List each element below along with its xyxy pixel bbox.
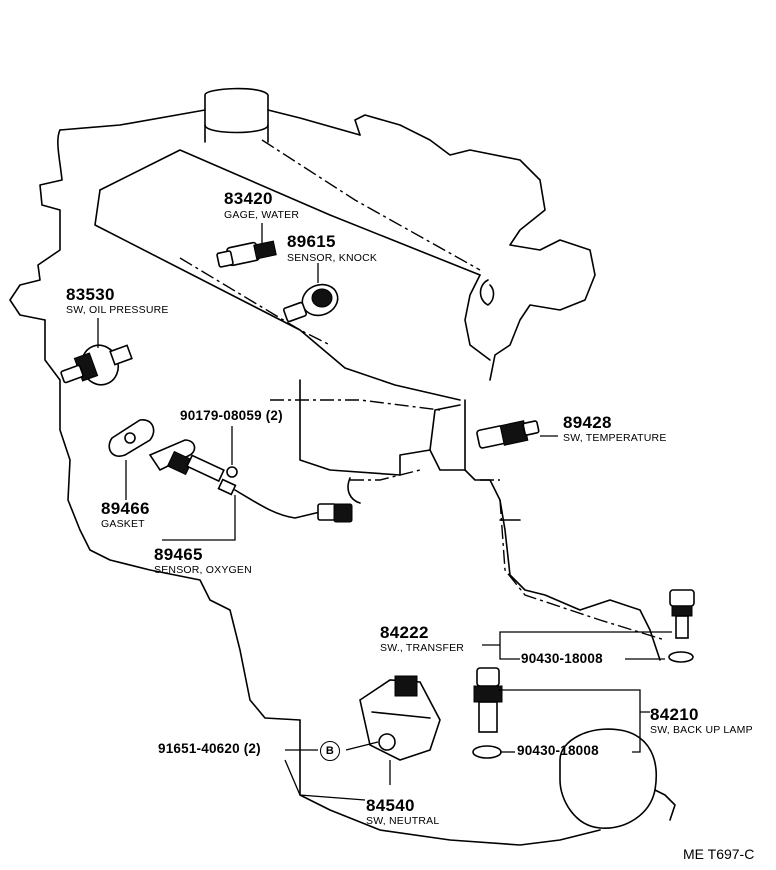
leader-lines [97, 223, 672, 801]
part-84540-desc: SW, NEUTRAL [366, 815, 440, 827]
part-84540-number: 84540 [366, 796, 415, 815]
part-89428-number: 89428 [563, 413, 612, 432]
back-up-lamp-switch-part [472, 667, 503, 759]
part-84222-desc: SW., TRANSFER [380, 642, 465, 654]
part-89465-desc: SENSOR, OXYGEN [154, 564, 252, 576]
part-83420-desc: GAGE, WATER [224, 209, 300, 221]
engine-outline [9, 87, 676, 846]
part-83420-number: 83420 [224, 189, 273, 208]
temperature-switch-part [476, 420, 540, 449]
part-90430-top-number: 90430-18008 [521, 651, 603, 666]
oil-pressure-switch-part [60, 344, 133, 386]
part-89615-desc: SENSOR, KNOCK [287, 252, 378, 264]
part-90179-number: 90179-08059 (2) [180, 408, 283, 423]
gasket-part [108, 419, 155, 457]
part-84222-number: 84222 [380, 623, 429, 642]
water-gage-part [216, 240, 277, 268]
neutral-switch-part [359, 675, 441, 761]
part-89615-number: 89615 [287, 232, 336, 251]
part-89466-desc: GASKET [101, 518, 145, 530]
knock-sensor-part [282, 283, 339, 323]
oxygen-sensor-part [148, 439, 353, 523]
part-91651-number: 91651-40620 (2) [158, 741, 261, 756]
marker-b-letter: B [325, 745, 335, 757]
marker-b-circle: B [320, 741, 340, 761]
part-90430-bottom-number: 90430-18008 [517, 743, 599, 758]
part-89465-number: 89465 [154, 545, 203, 564]
part-89428-desc: SW, TEMPERATURE [563, 432, 667, 444]
part-84210-number: 84210 [650, 705, 699, 724]
part-84210-desc: SW, BACK UP LAMP [650, 724, 753, 736]
transfer-switch-part [668, 589, 695, 663]
hidden-lines [179, 139, 666, 641]
part-83530-desc: SW, OIL PRESSURE [66, 304, 169, 316]
diagram-code: ME T697-C [683, 846, 755, 862]
part-89466-number: 89466 [101, 499, 150, 518]
part-83530-number: 83530 [66, 285, 115, 304]
